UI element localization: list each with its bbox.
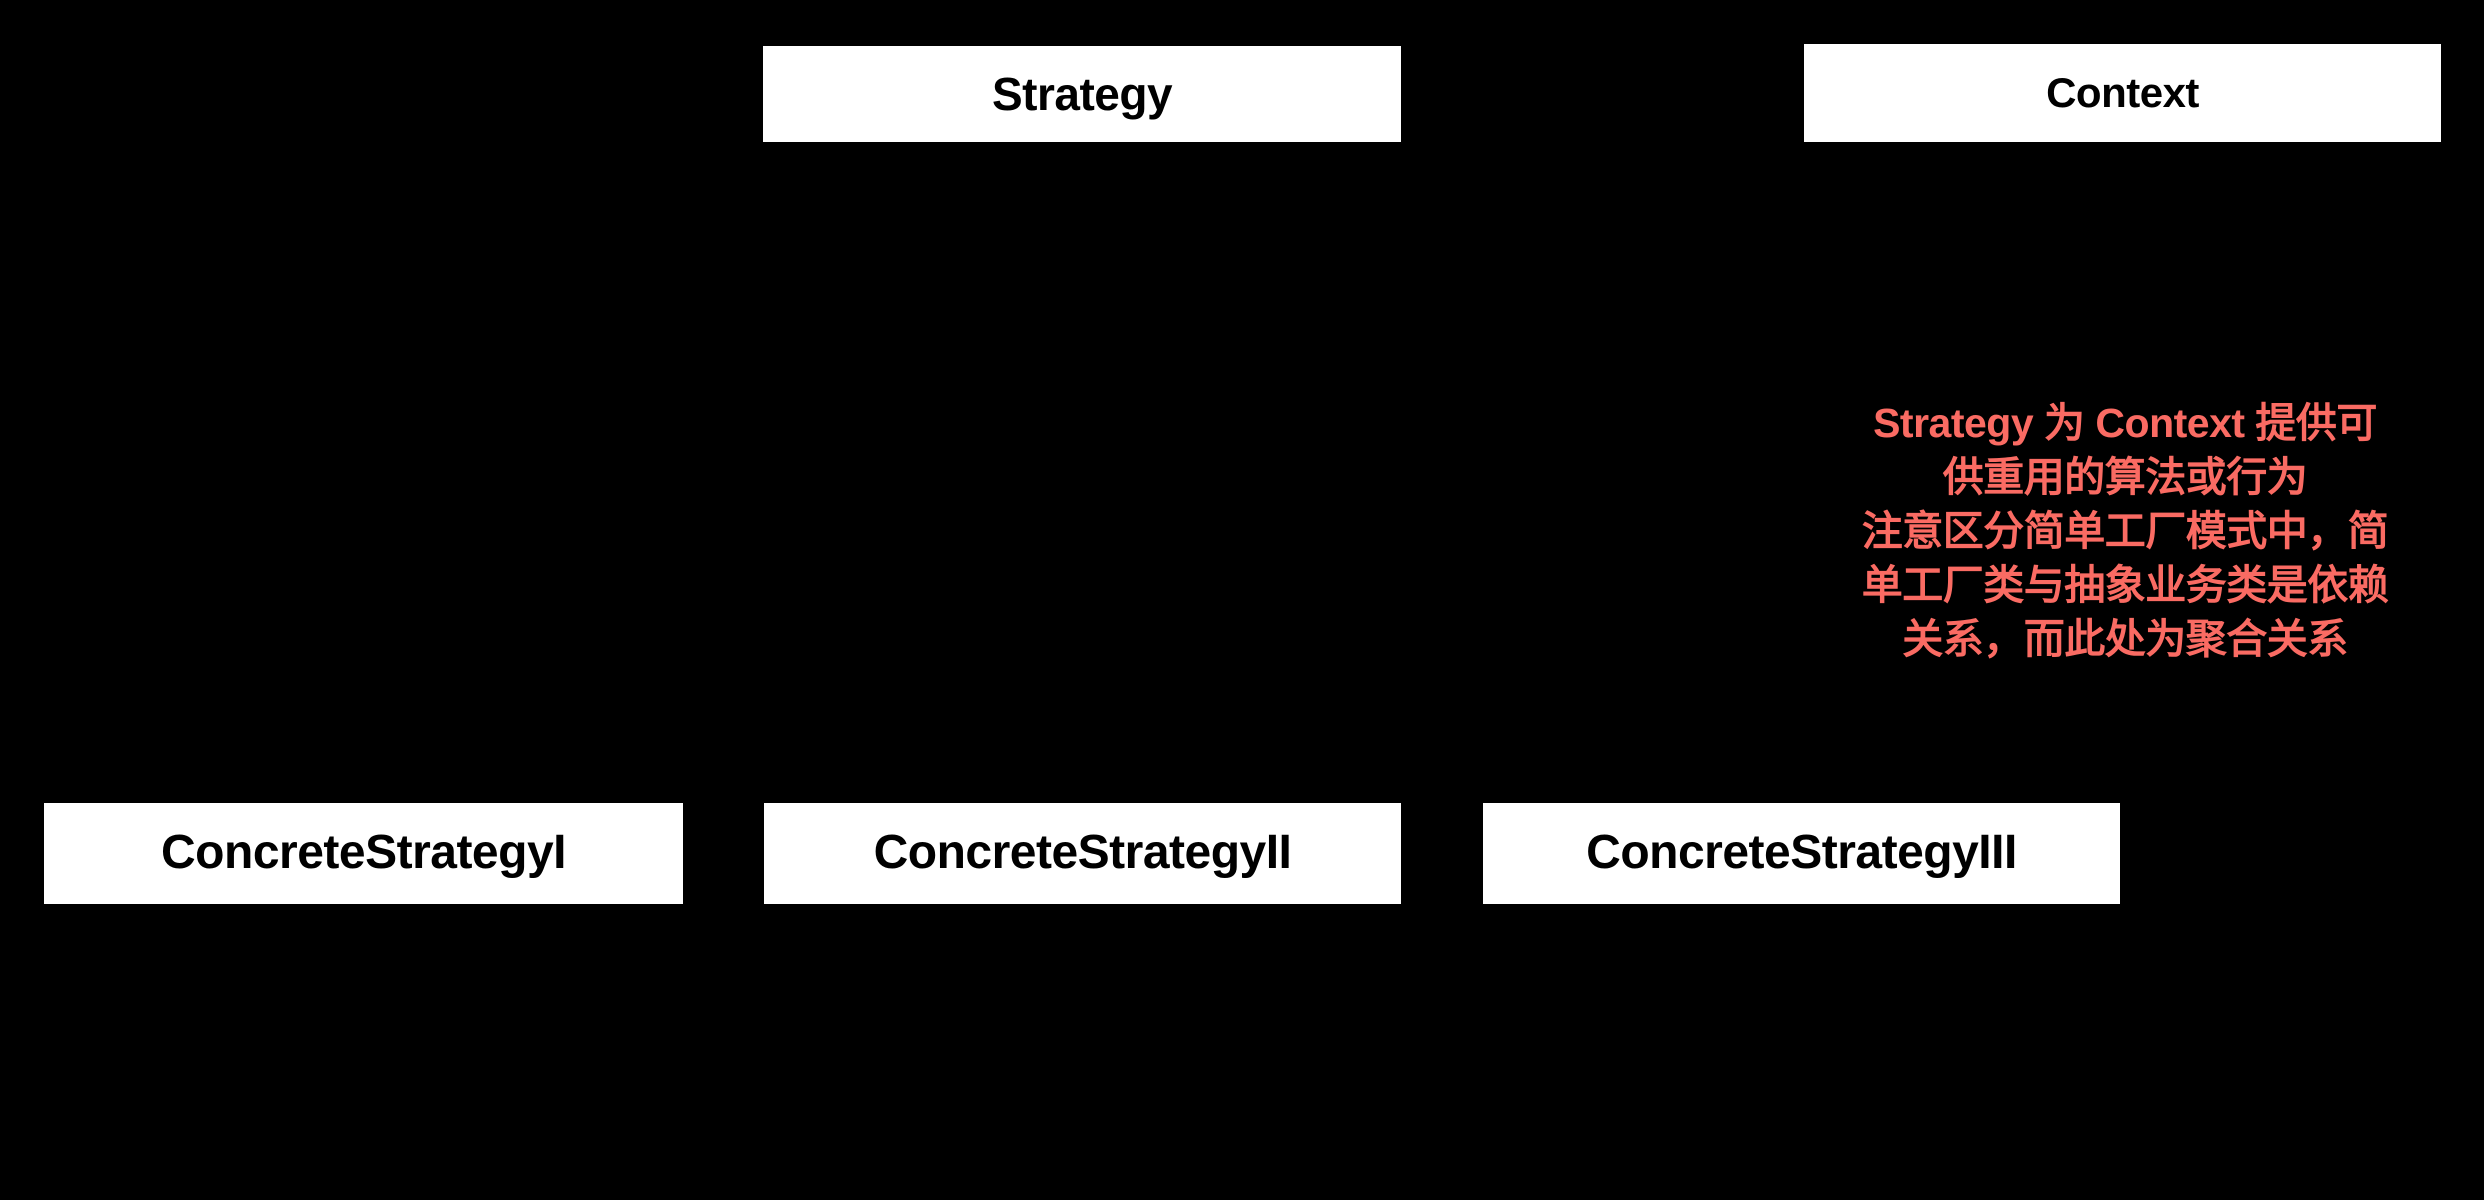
class-name-strategy: Strategy bbox=[991, 67, 1173, 120]
annotation-line-2: 供重用的算法或行为 bbox=[1942, 454, 2308, 501]
annotation-line-1: Strategy 为 Context 提供可 bbox=[1873, 400, 2377, 446]
annotation-line-4: 单工厂类与抽象业务类是依赖 bbox=[1861, 562, 2389, 609]
class-box-concrete-strategy-2: ConcreteStrategyII bbox=[764, 803, 1401, 904]
class-name-concrete-strategy-1: ConcreteStrategyI bbox=[161, 826, 566, 880]
class-box-context: Context bbox=[1804, 44, 2441, 142]
class-box-concrete-strategy-3: ConcreteStrategyIII bbox=[1483, 803, 2120, 904]
annotation-line-5: 关系，而此处为聚合关系 bbox=[1902, 616, 2348, 663]
class-box-strategy: Strategy bbox=[763, 46, 1401, 142]
class-name-concrete-strategy-3: ConcreteStrategyIII bbox=[1586, 826, 2017, 880]
class-name-concrete-strategy-2: ConcreteStrategyII bbox=[873, 826, 1292, 880]
class-name-context: Context bbox=[2046, 68, 2199, 116]
annotation-note-red: Strategy 为 Context 提供可 供重用的算法或行为 注意区分简单工… bbox=[1795, 396, 2455, 667]
class-box-concrete-strategy-1: ConcreteStrategyI bbox=[44, 803, 683, 904]
annotation-line-3: 注意区分简单工厂模式中，简 bbox=[1861, 508, 2389, 555]
